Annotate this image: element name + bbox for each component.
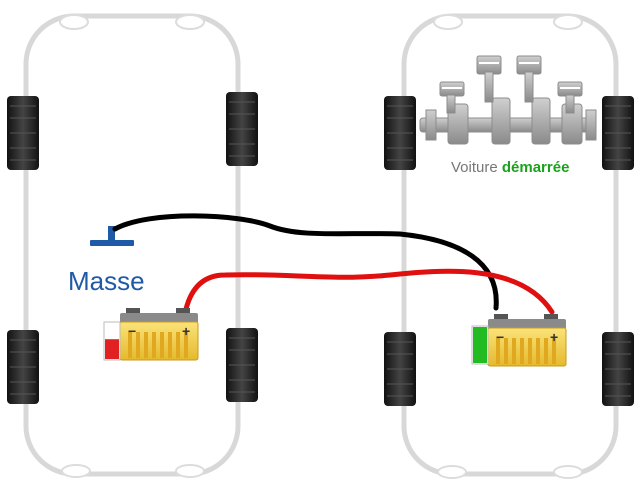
left-car-taillight-icon: [61, 464, 91, 478]
left-car-body-outline: [23, 13, 241, 477]
left-charge-gauge-fill: [105, 339, 119, 359]
right-car-headlight-icon: [433, 14, 463, 30]
right-car-body-outline: [401, 13, 619, 477]
left-car: [6, 13, 259, 478]
left-car-headlight-icon: [59, 14, 89, 30]
battery-positive-terminal: +: [550, 329, 558, 345]
left-car-battery-icon: − +: [119, 307, 199, 361]
right-car-headlight-icon: [553, 14, 583, 30]
tire-icon: [601, 95, 635, 171]
engine-icon: [419, 55, 597, 145]
ground-symbol-icon: [90, 226, 134, 246]
battery-negative-terminal: −: [496, 329, 504, 345]
right-charge-gauge-icon: [471, 325, 489, 365]
status-text: Voiture démarrée: [451, 159, 569, 176]
left-charge-gauge-icon: [103, 321, 121, 361]
battery-negative-terminal: −: [128, 323, 136, 339]
right-car: Voiture démarrée: [383, 13, 635, 479]
positive-jumper-cable: [183, 268, 555, 315]
left-car-headlight-icon: [175, 14, 205, 30]
negative-jumper-cable: [112, 213, 499, 311]
tire-icon: [225, 91, 259, 167]
tire-icon: [6, 329, 40, 405]
tire-icon: [6, 95, 40, 171]
right-car-taillight-icon: [553, 465, 583, 479]
left-car-taillight-icon: [175, 464, 205, 478]
tire-icon: [225, 327, 259, 403]
tire-icon: [383, 95, 417, 171]
tire-icon: [601, 331, 635, 407]
right-car-taillight-icon: [437, 465, 467, 479]
tire-icon: [383, 331, 417, 407]
status-word: démarrée: [502, 159, 570, 176]
right-car-battery-icon: − +: [487, 313, 567, 367]
right-charge-gauge-fill: [473, 327, 487, 363]
battery-positive-terminal: +: [182, 323, 190, 339]
ground-label: Masse: [68, 266, 145, 296]
